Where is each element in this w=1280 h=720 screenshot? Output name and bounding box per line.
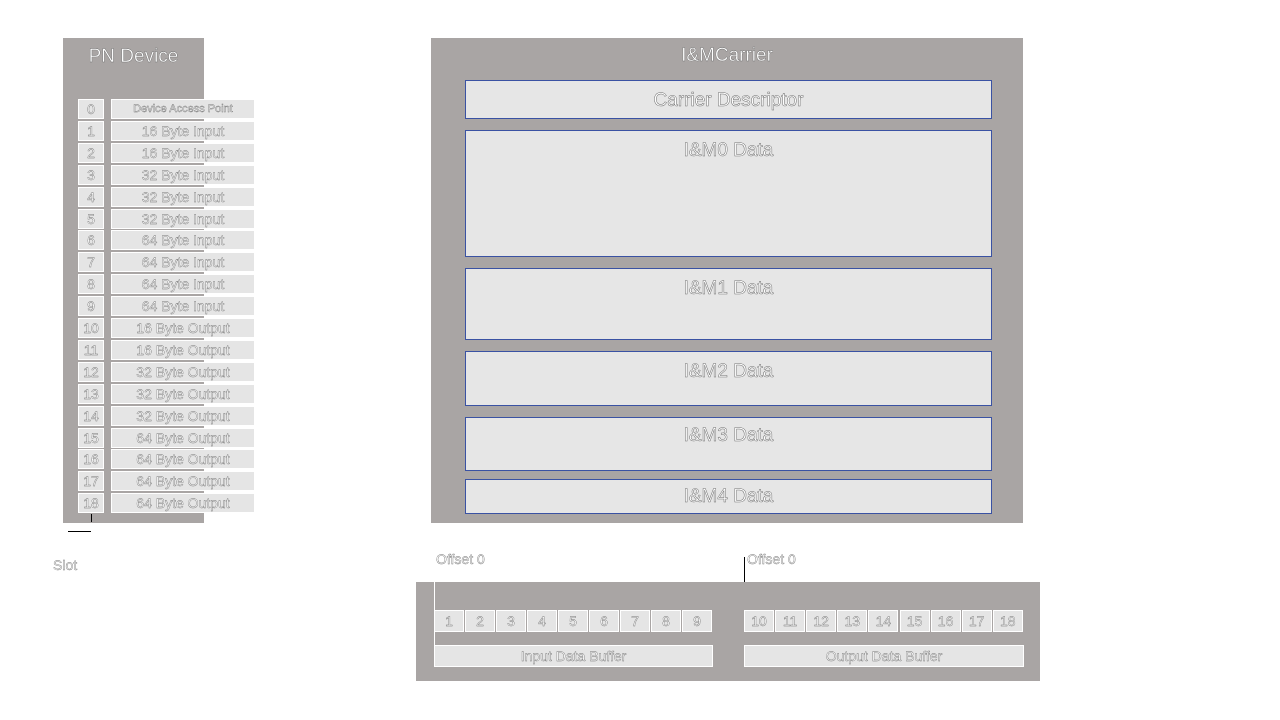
slot-module-label: 16 Byte Input [111,120,255,141]
slot-number: 4 [78,186,104,207]
slot-module-label: 64 Byte Output [111,449,255,470]
slot-number: 8 [78,274,104,295]
slot-number: 6 [78,230,104,251]
output-buffer-cell: 15 [899,610,930,632]
slot-module-label: 64 Byte Output [111,471,255,492]
slot-number: 5 [78,208,104,229]
slot-number: 3 [78,164,104,185]
slot-number: 10 [78,318,104,338]
output-offset-label: Offset 0 [747,551,796,567]
slot-number: 16 [78,449,104,470]
slot-number: 18 [78,493,104,514]
output-buffer-cell: 13 [837,610,868,632]
im1-data-block: I&M1 Data [465,268,992,340]
slot-module-label: 32 Byte Input [111,164,255,185]
input-buffer-cell: 8 [651,610,681,632]
im-carrier-panel: I&MCarrier Carrier Descriptor I&M0 Data … [431,38,1023,523]
slot-module-label: 16 Byte Input [111,142,255,163]
input-data-buffer: Input Data Buffer [434,645,713,667]
slot-module-label: 32 Byte Output [111,405,255,426]
slot-number: 7 [78,252,104,273]
slot-module-label: 64 Byte Input [111,252,255,273]
output-buffer-cell: 14 [868,610,899,632]
slot-number: 9 [78,296,104,317]
output-buffer-cell: 11 [775,610,806,632]
slot-module-label: 16 Byte Output [111,318,255,338]
input-buffer-cell: 2 [465,610,495,632]
slot-module-label: 64 Byte Input [111,274,255,295]
slot-number: 12 [78,361,104,382]
input-buffer-cell: 7 [620,610,650,632]
slot-pointer-vertical [91,514,92,522]
input-offset-line [434,560,435,645]
pn-device-title: PN Device [88,46,179,67]
input-offset-label: Offset 0 [436,551,485,567]
input-buffer-cell: 1 [434,610,464,632]
im2-data-block: I&M2 Data [465,351,992,406]
output-buffer-cell: 18 [992,610,1023,632]
output-buffer-cell: 10 [744,610,774,632]
output-buffer-cell: 12 [806,610,837,632]
slot-module-label: 16 Byte Output [111,339,255,360]
slot-module-label: 64 Byte Input [111,230,255,251]
input-buffer-cell: 9 [682,610,712,632]
slot-module-label: 32 Byte Input [111,208,255,229]
slot-number: 11 [78,339,104,360]
slot-number: 17 [78,471,104,492]
input-buffer-cell: 3 [496,610,526,632]
slot-module-label: 64 Byte Output [111,427,255,448]
output-data-buffer: Output Data Buffer [744,645,1024,667]
slot-pointer-horizontal [68,531,91,532]
slot-number: 15 [78,427,104,448]
slot-number: 0 [78,99,104,119]
slot-number: 2 [78,142,104,163]
slot-module-label: Device Access Point [111,99,255,119]
im-carrier-title: I&MCarrier [681,45,773,66]
output-buffer-cell: 17 [961,610,992,632]
slot-number: 1 [78,120,104,141]
slot-module-label: 32 Byte Output [111,361,255,382]
slot-number: 14 [78,405,104,426]
input-buffer-cell: 5 [558,610,588,632]
input-buffer-cell: 6 [589,610,619,632]
im3-data-block: I&M3 Data [465,417,992,471]
im0-data-block: I&M0 Data [465,130,992,257]
carrier-descriptor-block: Carrier Descriptor [465,80,992,119]
im4-data-block: I&M4 Data [465,479,992,514]
slot-label: Slot [53,557,78,573]
input-buffer-cell: 4 [527,610,557,632]
slot-module-label: 32 Byte Output [111,383,255,404]
slot-module-label: 64 Byte Output [111,493,255,514]
slot-module-label: 32 Byte Input [111,186,255,207]
slot-module-label: 64 Byte Input [111,296,255,317]
slot-number: 13 [78,383,104,404]
output-buffer-cell: 16 [930,610,961,632]
